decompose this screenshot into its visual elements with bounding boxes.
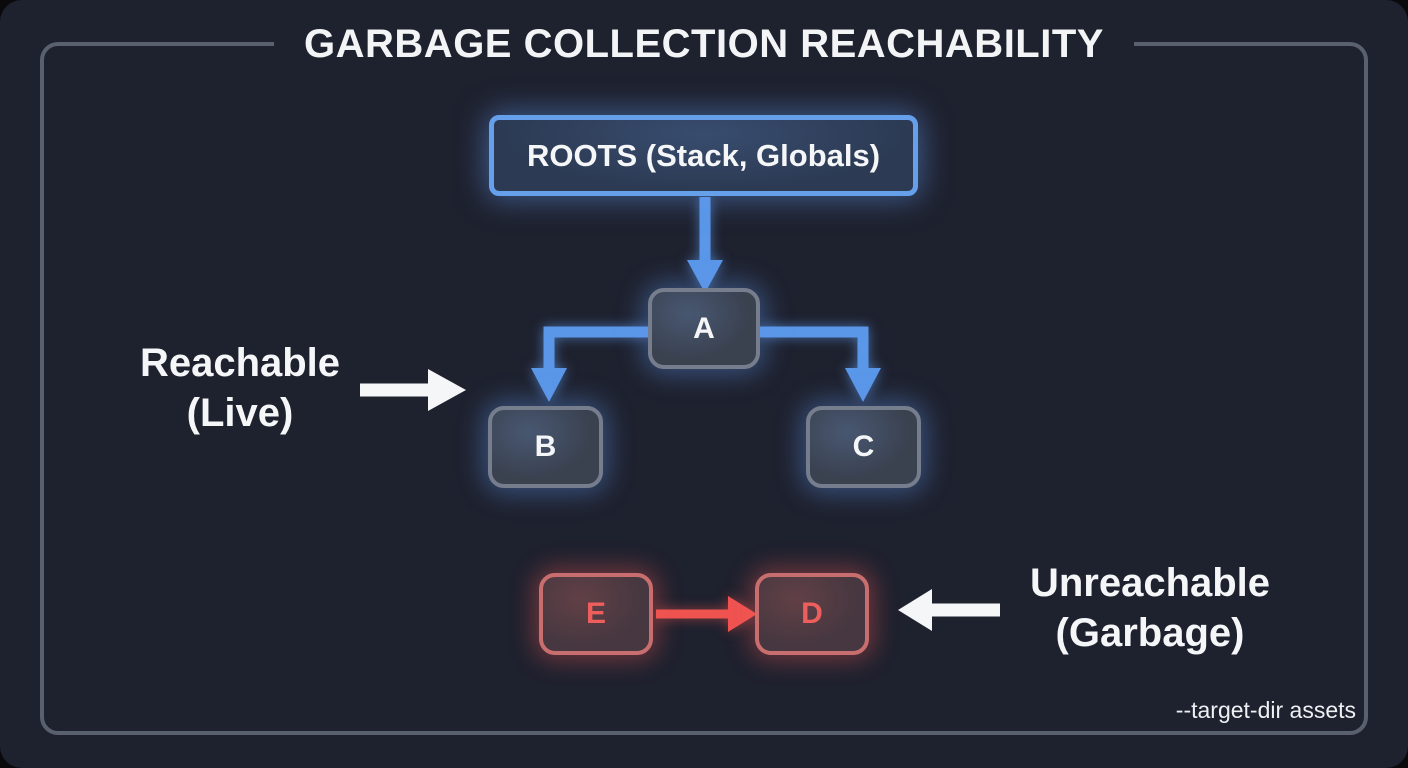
reachable-annotation-line1: Reachable (139, 341, 341, 385)
white-annotation-arrows (360, 369, 1000, 631)
blue-reference-arrows (531, 197, 881, 402)
node-e-label: E (585, 597, 606, 630)
node-c-label: C (852, 430, 875, 463)
node-e: E (539, 573, 653, 655)
roots-node: ROOTS (Stack, Globals) (489, 115, 918, 196)
arrow-a-to-b-shaft (543, 326, 650, 370)
node-d: D (755, 573, 869, 655)
node-d-label: D (801, 597, 823, 630)
footer-caption: --target-dir assets (1175, 697, 1356, 723)
unreachable-annotation-line2: (Garbage) (1055, 611, 1245, 655)
arrow-a-to-c-shaft (760, 326, 869, 370)
unreachable-annotation: Unreachable (Garbage) (1000, 558, 1300, 658)
unreachable-annotation-line1: Unreachable (1029, 561, 1271, 605)
reachable-annotation: Reachable (Live) (90, 338, 390, 438)
node-b-label: B (534, 430, 557, 463)
node-c: C (806, 406, 921, 488)
arrow-e-to-d-head-icon (728, 596, 757, 632)
arrow-a-to-b-head-icon (531, 368, 567, 402)
arrow-a-to-c-head-icon (845, 368, 881, 402)
node-b: B (488, 406, 603, 488)
arrow-roots-to-a-head-icon (687, 260, 723, 293)
unreachable-pointer-head-icon (898, 589, 932, 631)
reachable-pointer-head-icon (428, 369, 466, 411)
reachable-annotation-line2: (Live) (186, 391, 294, 435)
node-a-label: A (693, 311, 715, 345)
page-title: GARBAGE COLLECTION REACHABILITY (274, 20, 1134, 68)
roots-node-label: ROOTS (Stack, Globals) (526, 137, 881, 173)
node-a: A (648, 288, 760, 369)
red-reference-arrow (656, 596, 757, 632)
